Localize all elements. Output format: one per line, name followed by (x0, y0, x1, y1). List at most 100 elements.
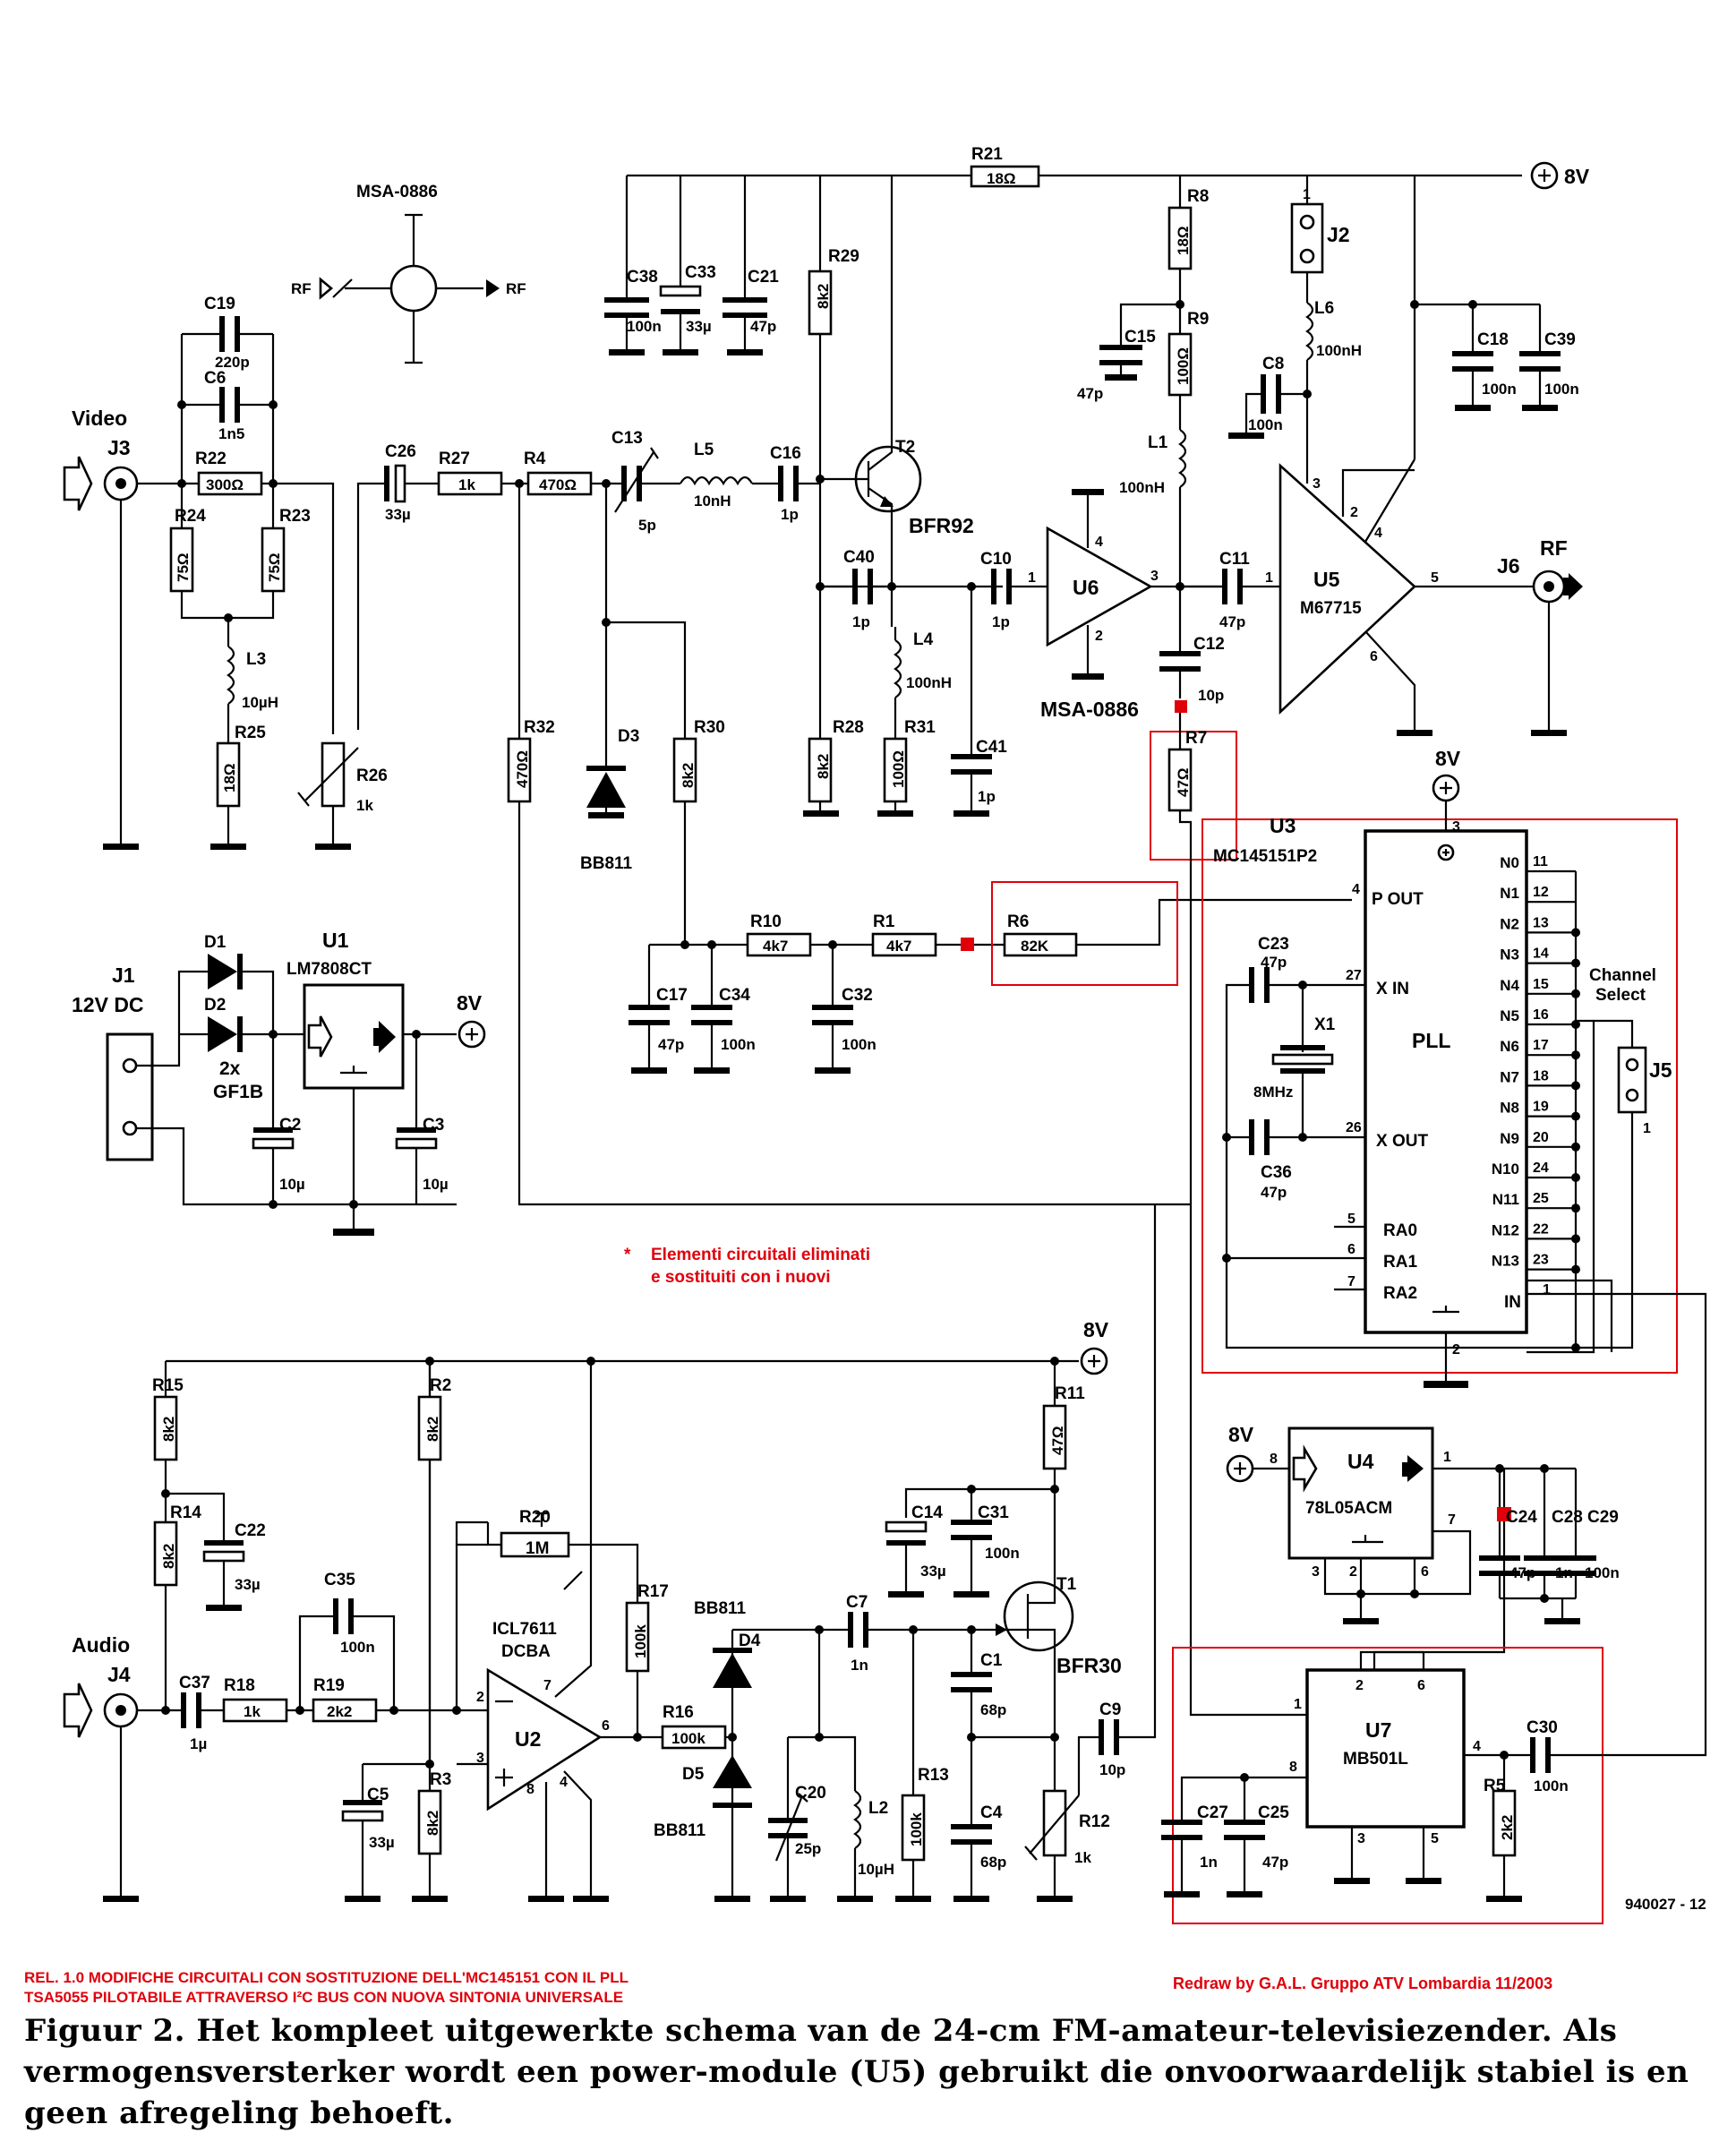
r6-label: R6 (1007, 912, 1029, 931)
r26-value: 1k (356, 797, 373, 814)
l2-value: 10µH (858, 1861, 894, 1878)
c23-label: C23 (1258, 935, 1289, 954)
d2-label: D2 (204, 996, 226, 1015)
c10-c41 (951, 569, 1048, 817)
u5-pin2: 2 (1350, 505, 1358, 520)
pll-pin-n10: N10 (1492, 1161, 1519, 1178)
c31-label: C31 (978, 1503, 1009, 1522)
c10-value: 1p (992, 613, 1010, 630)
r12-label: R12 (1079, 1812, 1110, 1831)
c25-label: C25 (1258, 1803, 1289, 1822)
c15-value: 47p (1077, 385, 1103, 402)
r21-label: R21 (971, 145, 1003, 164)
r20-label: R20 (519, 1508, 551, 1527)
c27-value: 1n (1200, 1854, 1218, 1871)
u3-value: MC145151P2 (1213, 847, 1317, 866)
l5-value: 10nH (694, 493, 731, 510)
u5-pin1: 1 (1265, 570, 1273, 586)
pll-pin-number: 24 (1533, 1161, 1549, 1176)
d4-label: D4 (739, 1632, 761, 1650)
video-path (356, 447, 820, 730)
r28-label: R28 (833, 718, 864, 737)
u3-pin6: 6 (1347, 1242, 1355, 1257)
c9-value: 10p (1099, 1761, 1125, 1778)
c27-label: C27 (1197, 1803, 1228, 1822)
u2-pin8: 8 (526, 1782, 534, 1797)
c35-value: 100n (340, 1639, 375, 1656)
pll-pin-n2: N2 (1500, 915, 1519, 932)
c23-value: 47p (1261, 954, 1287, 971)
audio-modulator (661, 1612, 976, 1902)
u3-pin3: 3 (1452, 819, 1460, 835)
r19-label: R19 (313, 1676, 345, 1695)
u3-label: U3 (1270, 814, 1296, 837)
r4-value: 470Ω (539, 476, 577, 493)
pll-pin-n0: N0 (1500, 854, 1519, 871)
r18-label: R18 (224, 1676, 255, 1695)
c7-value: 1n (851, 1657, 868, 1674)
c20-label: C20 (795, 1784, 826, 1803)
r27-value: 1k (458, 476, 475, 493)
c34-label: C34 (719, 986, 750, 1005)
audio-input-stage (63, 1361, 488, 1902)
r19-value: 2k2 (327, 1703, 352, 1720)
r2-value: 8k2 (424, 1417, 441, 1442)
u3-pin7: 7 (1347, 1274, 1355, 1289)
l4-value: 100nH (906, 674, 952, 691)
u6-pin3: 3 (1150, 569, 1159, 584)
redraw-credit: Redraw by G.A.L. Gruppo ATV Lombardia 11… (1173, 1974, 1553, 1992)
c12-value: 10p (1198, 687, 1224, 704)
pll-pin-number: 11 (1533, 854, 1548, 869)
pll-pin-n1: N1 (1500, 885, 1519, 902)
r20-value: 1M (526, 1539, 549, 1558)
r9-value: 100Ω (1175, 347, 1192, 385)
r15-label: R15 (152, 1376, 184, 1395)
r11-value: 47Ω (1049, 1426, 1066, 1455)
pll-pin-number: 23 (1533, 1253, 1549, 1268)
r25-value: 18Ω (221, 763, 238, 792)
j6-label: J6 (1497, 554, 1520, 578)
c3-value: 10µ (423, 1176, 449, 1193)
c1-value: 68p (980, 1701, 1006, 1718)
x1-label: X1 (1314, 1015, 1336, 1034)
c14-value: 33µ (920, 1563, 946, 1580)
u4-pin6: 6 (1421, 1564, 1429, 1580)
c38-label: C38 (627, 268, 658, 287)
j1-label: J1 (112, 964, 135, 987)
u6-value: MSA-0886 (1040, 698, 1139, 721)
u1-label: U1 (322, 929, 349, 952)
u5-value: M67715 (1300, 599, 1362, 618)
r22-label: R22 (195, 450, 227, 468)
u3-pin5: 5 (1347, 1212, 1355, 1227)
msa-top-label: MSA-0886 (356, 183, 438, 201)
pll-pin-n7: N7 (1500, 1068, 1519, 1085)
r32-label: R32 (524, 718, 555, 737)
r8-label: R8 (1187, 187, 1209, 206)
u3-pin1: 1 (1543, 1282, 1551, 1298)
d5-value: BB811 (654, 1821, 706, 1840)
c34-value: 100n (721, 1036, 756, 1053)
video-input (63, 316, 359, 850)
c8-value: 100n (1248, 416, 1283, 433)
r32-value: 470Ω (514, 750, 531, 788)
pll-pin-n9: N9 (1500, 1130, 1519, 1147)
revision-note-line-1: REL. 1.0 MODIFICHE CIRCUITALI CON SOSTIT… (24, 1969, 629, 1986)
t2-label: T2 (895, 438, 915, 457)
u7-pin8: 8 (1289, 1760, 1297, 1775)
c19-label: C19 (204, 295, 235, 313)
note-star: * (624, 1246, 631, 1264)
msa-symbol (319, 213, 500, 364)
r10-label: R10 (750, 912, 782, 931)
r14-label: R14 (170, 1503, 201, 1522)
r1-value: 4k7 (886, 938, 911, 955)
j3-label: J3 (107, 436, 131, 459)
c22-label: C22 (235, 1521, 266, 1540)
c41-label: C41 (976, 738, 1007, 757)
u4-pin8: 8 (1270, 1452, 1278, 1467)
xout-label: X OUT (1376, 1132, 1428, 1151)
channel-select-label: Channel (1589, 966, 1656, 985)
c26-label: C26 (385, 442, 416, 461)
r11-label: R11 (1055, 1384, 1085, 1403)
r30-value: 8k2 (680, 763, 697, 788)
